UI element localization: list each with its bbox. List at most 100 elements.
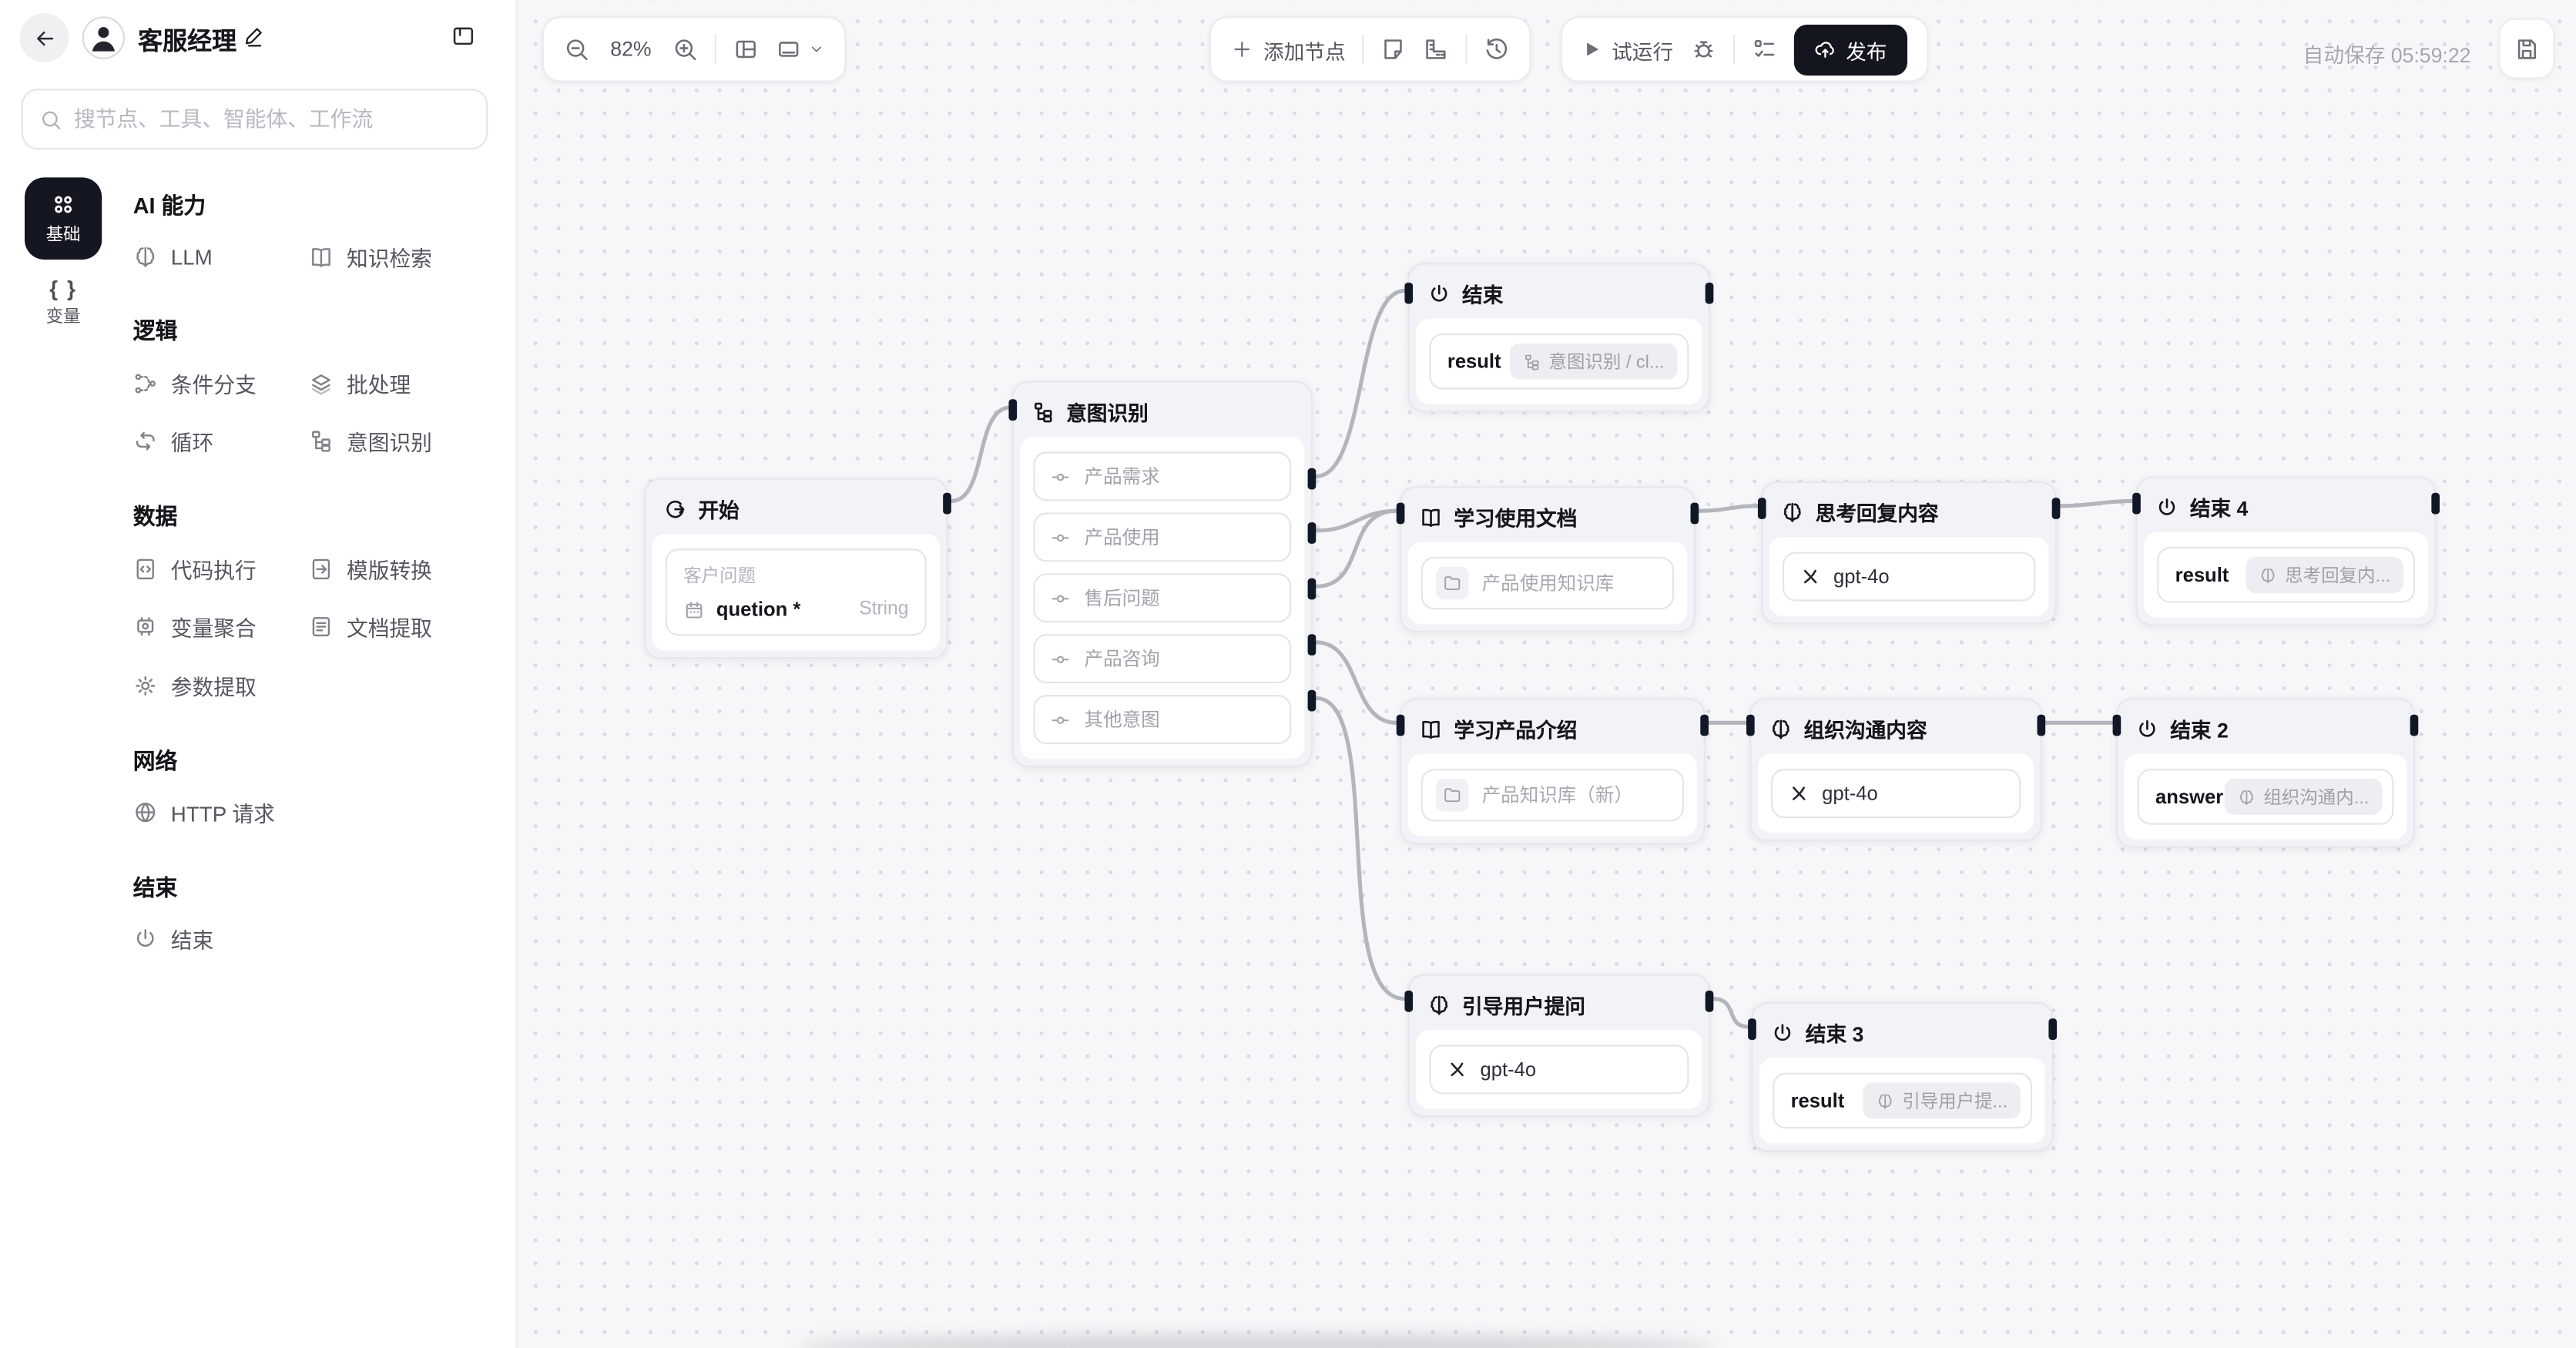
note-button[interactable] [1380, 36, 1406, 62]
source-ref-chip[interactable]: 思考回复内... [2245, 556, 2404, 593]
intent-option[interactable]: 售后问题 [1033, 573, 1292, 623]
intent-option[interactable]: 其他意图 [1033, 695, 1292, 745]
output-port[interactable] [1705, 989, 1714, 1011]
checklist-button[interactable] [1750, 36, 1776, 62]
output-port-option-5[interactable] [1307, 689, 1317, 711]
output-field[interactable]: answer 组织沟通内... [2137, 769, 2394, 825]
input-port[interactable] [1746, 713, 1755, 736]
save-button[interactable] [2498, 18, 2555, 79]
add-node-button[interactable]: 添加节点 [1230, 34, 1346, 65]
search-input[interactable] [73, 106, 470, 132]
sidebar-item-parameter-extract[interactable]: 参数提取 [133, 670, 297, 702]
output-port[interactable] [1700, 713, 1709, 736]
input-port[interactable] [1396, 501, 1405, 524]
node-end-3[interactable]: 结束 3 result 引导用户提... [1748, 1001, 2058, 1152]
sidebar-item-http-request[interactable]: HTTP 请求 [133, 796, 364, 828]
braces-icon: { } [49, 276, 77, 301]
model-selector[interactable]: gpt-4o [1429, 1045, 1689, 1095]
sidebar-item-condition-branch[interactable]: 条件分支 [133, 368, 297, 400]
history-button[interactable] [1484, 36, 1510, 62]
node-start[interactable]: 开始 客户问题 quetion * String [644, 478, 951, 659]
workflow-canvas[interactable]: 82% 添加节点 试运行 [517, 0, 2576, 1348]
output-port[interactable] [2051, 497, 2061, 518]
sidebar-item-knowledge-retrieval[interactable]: 知识检索 [309, 242, 493, 273]
node-learn-docs[interactable]: 学习使用文档 产品使用知识库 [1396, 486, 1699, 633]
back-button[interactable] [19, 13, 69, 63]
output-field[interactable]: result 意图识别 / cl... [1429, 333, 1689, 390]
node-end-4[interactable]: 结束 4 result 思考回复内... [2132, 476, 2440, 626]
output-port[interactable] [1705, 281, 1714, 303]
zoom-in-button[interactable] [672, 36, 698, 62]
search-box[interactable] [21, 89, 488, 150]
intent-option[interactable]: 产品需求 [1033, 451, 1292, 501]
edit-title-button[interactable] [243, 25, 267, 48]
input-port[interactable] [1008, 398, 1018, 420]
node-think-reply[interactable]: 思考回复内容 gpt-4o [1757, 481, 2061, 625]
edge-intent-learnproduct [1313, 640, 1399, 725]
knowledge-base-field[interactable]: 产品知识库（新） [1420, 769, 1684, 822]
collapse-sidebar-button[interactable] [450, 23, 476, 49]
sidebar-item-code-execution[interactable]: 代码执行 [133, 554, 297, 585]
output-port-option-1[interactable] [1307, 467, 1317, 489]
zoom-level[interactable]: 82% [610, 38, 652, 61]
node-end-2[interactable]: 结束 2 answer 组织沟通内... [2112, 698, 2419, 848]
output-port[interactable] [1690, 501, 1699, 524]
node-guide-user[interactable]: 引导用户提问 gpt-4o [1404, 974, 1714, 1118]
search-icon [42, 110, 61, 129]
model-selector[interactable]: gpt-4o [1782, 552, 2036, 602]
input-port[interactable] [1757, 497, 1766, 518]
output-port-option-4[interactable] [1307, 633, 1317, 655]
node-organize-reply[interactable]: 组织沟通内容 gpt-4o [1746, 698, 2046, 841]
source-ref-chip[interactable]: 组织沟通内... [2224, 778, 2383, 815]
source-ref-chip[interactable]: 意图识别 / cl... [1509, 343, 1678, 380]
input-port[interactable] [1404, 989, 1414, 1011]
sidebar-header: 客服经理 [0, 0, 516, 75]
sidebar-item-llm[interactable]: LLM [133, 242, 297, 273]
output-port[interactable] [2048, 1018, 2058, 1039]
output-field[interactable]: result 引导用户提... [1773, 1072, 2033, 1129]
knowledge-base-field[interactable]: 产品使用知识库 [1420, 556, 1675, 610]
output-port[interactable] [943, 491, 951, 514]
sidebar-item-document-extract[interactable]: 文档提取 [309, 611, 493, 642]
sidebar-item-end[interactable]: 结束 [133, 924, 297, 955]
sidebar-item-template-transform[interactable]: 模版转换 [309, 554, 493, 585]
sidebar-item-intent-recognition[interactable]: 意图识别 [309, 425, 493, 457]
sidebar-item-variable-aggregate[interactable]: 变量聚合 [133, 611, 297, 642]
output-field[interactable]: result 思考回复内... [2157, 547, 2415, 603]
output-port-option-3[interactable] [1307, 577, 1317, 599]
model-selector[interactable]: gpt-4o [1771, 769, 2021, 819]
test-run-button[interactable]: 试运行 [1582, 34, 1673, 65]
sidebar-item-label: 文档提取 [346, 615, 432, 641]
input-port[interactable] [2132, 491, 2141, 514]
intent-option[interactable]: 产品使用 [1033, 512, 1292, 562]
fit-view-button[interactable] [733, 36, 759, 62]
canvas-mode-button[interactable] [776, 36, 825, 62]
output-port-option-2[interactable] [1307, 521, 1317, 543]
sidebar-item-batch[interactable]: 批处理 [309, 368, 493, 400]
input-port[interactable] [1748, 1018, 1756, 1039]
node-end-1[interactable]: 结束 result 意图识别 / cl... [1404, 263, 1714, 413]
pencil-icon [245, 28, 262, 47]
debug-button[interactable] [1689, 36, 1716, 62]
rail-tab-variables[interactable]: { } 变量 [25, 276, 102, 328]
output-port[interactable] [2037, 713, 2046, 736]
output-port[interactable] [2410, 713, 2419, 736]
rail-tab-basic[interactable]: 基础 [24, 177, 102, 260]
source-ref-chip[interactable]: 引导用户提... [1863, 1082, 2021, 1119]
start-icon [664, 497, 687, 520]
node-learn-product[interactable]: 学习产品介绍 产品知识库（新） [1396, 698, 1709, 845]
input-port[interactable] [1404, 281, 1414, 303]
publish-button[interactable]: 发布 [1793, 23, 1907, 75]
node-intent-recognition[interactable]: 意图识别 产品需求 产品使用 售后问题 产品咨询 [1008, 381, 1317, 767]
organize-button[interactable] [1423, 36, 1449, 62]
intent-option[interactable]: 产品咨询 [1033, 634, 1292, 684]
output-port[interactable] [2431, 491, 2440, 514]
zoom-out-button[interactable] [564, 36, 590, 62]
input-variable-field[interactable]: 客户问题 quetion * String [665, 548, 927, 636]
model-name: gpt-4o [1833, 565, 1890, 588]
sidebar-item-label: 意图识别 [346, 430, 432, 455]
sidebar-item-loop[interactable]: 循环 [133, 425, 297, 457]
input-port[interactable] [1396, 713, 1405, 736]
document-icon [309, 615, 334, 639]
input-port[interactable] [2112, 713, 2122, 736]
